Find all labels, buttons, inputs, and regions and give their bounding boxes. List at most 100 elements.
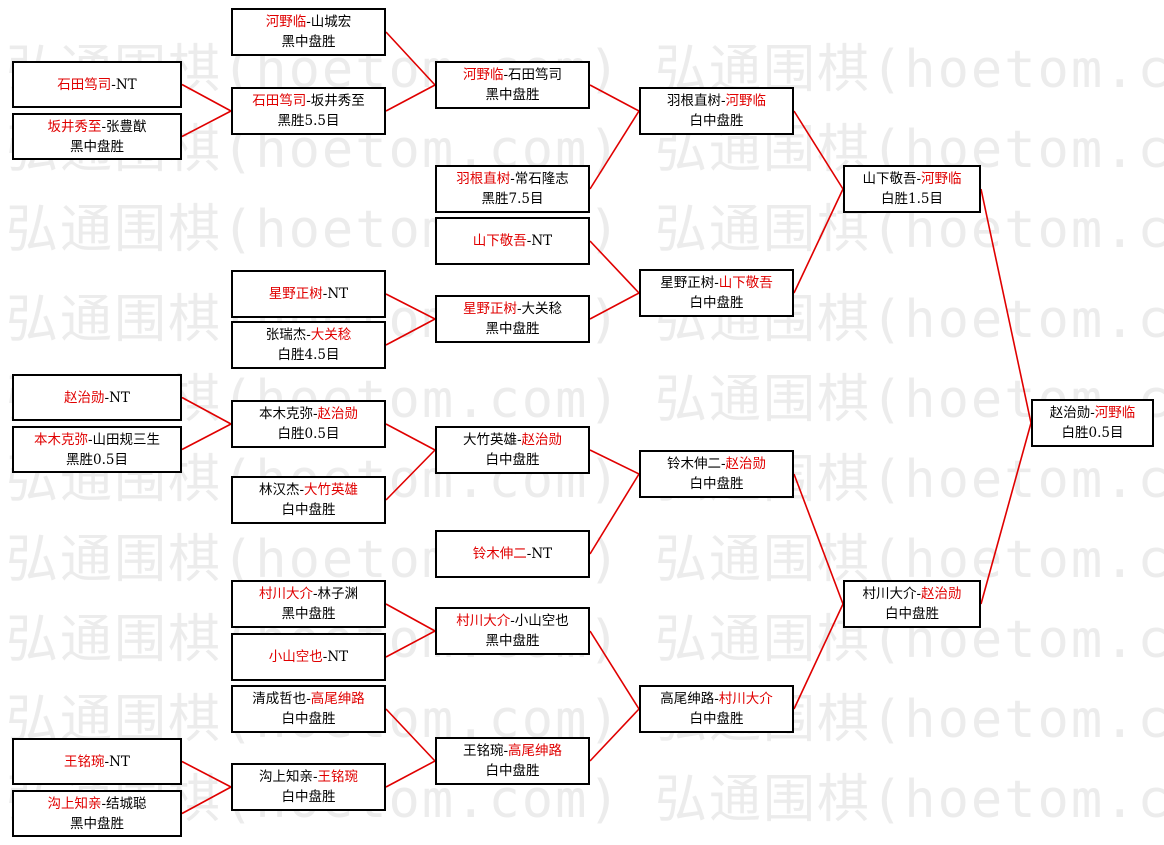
player-separator: - (101, 795, 107, 812)
player-black: 沟上知亲 (47, 795, 102, 812)
match-players: 坂井秀至-张豊猷 (47, 117, 146, 137)
player-separator: - (306, 691, 311, 707)
match-box: 本木克弥-山田规三生黑胜0.5目 (12, 426, 182, 473)
player-separator: - (322, 649, 328, 665)
player-white: 张豊猷 (106, 118, 147, 135)
player-black: 山下敬吾 (472, 233, 527, 249)
match-box: 星野正树-大关稔黑中盘胜 (435, 295, 590, 343)
player-separator: - (306, 327, 311, 343)
player-separator: - (306, 14, 311, 30)
match-box: 村川大介-林子渊黑中盘胜 (231, 580, 386, 628)
bracket-connector (793, 603, 844, 710)
player-black: 星野正树 (462, 301, 517, 317)
watermark-text: 弘通围棋(hoetom.com) 弘通围棋(hoetom.com (6, 370, 1164, 430)
player-black: 王铭琬 (462, 743, 504, 759)
match-box: 村川大介-小山空也黑中盘胜 (435, 607, 590, 655)
match-result: 白中盘胜 (485, 763, 540, 779)
player-separator: - (720, 93, 726, 109)
player-black: 村川大介 (258, 586, 313, 602)
player-black: 羽根直树 (456, 171, 511, 187)
bracket-connector (793, 473, 844, 605)
match-players: 小山空也-NT (269, 647, 348, 667)
player-white: 林子渊 (317, 586, 359, 602)
bracket-connector (589, 449, 640, 475)
match-result: 白中盘胜 (885, 606, 939, 622)
bracket-connector (385, 293, 436, 320)
match-result: 白中盘胜 (689, 295, 744, 311)
bracket-connector (589, 473, 640, 555)
player-black: 高尾绅路 (660, 691, 715, 707)
match-box: 小山空也-NT (231, 633, 386, 681)
player-white: 村川大介 (718, 691, 773, 707)
match-box: 本木克弥-赵治勋白胜0.5目 (231, 400, 386, 448)
match-players: 铃木伸二-赵治勋 (667, 454, 766, 474)
player-white: 赵治勋 (921, 586, 962, 602)
match-players: 大竹英雄-赵治勋 (463, 430, 562, 450)
bracket-connector (385, 84, 436, 112)
player-white: NT (327, 286, 349, 302)
match-result: 黑中盘胜 (485, 87, 540, 103)
player-separator: - (312, 769, 318, 785)
player-white: NT (109, 753, 130, 770)
match-box: 河野临-山城宏黑中盘胜 (231, 8, 386, 56)
bracket-connector (385, 318, 436, 346)
player-white: 赵治勋 (521, 432, 563, 448)
match-result: 黑中盘胜 (485, 321, 540, 337)
player-black: 石田笃司 (252, 93, 307, 109)
player-white: NT (327, 649, 349, 665)
player-separator: - (104, 389, 110, 406)
player-separator: - (526, 546, 532, 562)
match-box: 铃木伸二-赵治勋白中盘胜 (639, 450, 794, 498)
player-separator: - (312, 406, 318, 422)
player-white: 赵治勋 (317, 406, 359, 422)
match-result: 黑胜7.5目 (481, 191, 544, 207)
match-box: 林汉杰-大竹英雄白中盘胜 (231, 476, 386, 524)
match-players: 星野正树-大关稔 (463, 299, 562, 319)
match-box: 赵治勋-河野临白胜0.5目 (1031, 399, 1154, 447)
bracket-connector (793, 110, 844, 190)
match-box: 羽根直树-河野临白中盘胜 (639, 87, 794, 135)
player-black: 村川大介 (456, 613, 511, 629)
player-white: 常石隆志 (514, 171, 569, 187)
match-result: 白中盘胜 (689, 711, 744, 727)
bracket-connector (793, 188, 844, 294)
match-players: 河野临-石田笃司 (463, 65, 562, 85)
player-separator: - (516, 301, 522, 317)
player-separator: - (111, 76, 116, 93)
bracket-connector (181, 110, 232, 138)
bracket-connector (385, 630, 436, 658)
match-players: 羽根直树-常石隆志 (456, 169, 569, 189)
match-box: 王铭琬-高尾绅路白中盘胜 (435, 737, 590, 785)
player-black: 星野正树 (268, 286, 323, 302)
bracket-connector (385, 708, 436, 762)
player-white: 山城宏 (310, 14, 352, 30)
player-separator: - (916, 171, 922, 187)
match-result: 白胜1.5目 (881, 191, 943, 207)
bracket-connector (980, 422, 1032, 605)
bracket-connector (181, 760, 232, 788)
match-result: 白中盘胜 (485, 452, 540, 468)
match-players: 林汉杰-大竹英雄 (259, 480, 358, 500)
player-separator: - (526, 233, 532, 249)
match-players: 清成哲也-高尾绅路 (252, 689, 365, 709)
bracket-connector (181, 786, 232, 815)
match-players: 张瑞杰-大关稔 (266, 325, 352, 345)
player-black: 林汉杰 (258, 482, 300, 498)
match-result: 黑中盘胜 (70, 815, 124, 832)
player-black: 大竹英雄 (462, 432, 517, 448)
player-black: 星野正树 (660, 275, 715, 291)
match-result: 黑中盘胜 (70, 138, 124, 155)
player-black: 清成哲也 (252, 691, 307, 707)
player-black: 张瑞杰 (265, 327, 307, 343)
player-separator: - (714, 691, 719, 707)
player-white: 小山空也 (514, 613, 569, 629)
match-result: 白中盘胜 (281, 789, 336, 805)
bracket-connector (385, 449, 436, 501)
match-result: 黑胜5.5目 (277, 113, 340, 129)
player-separator: - (503, 743, 509, 759)
match-box: 赵治勋-NT (12, 374, 182, 421)
player-separator: - (714, 275, 719, 291)
match-box: 星野正树-NT (231, 270, 386, 318)
match-box: 羽根直树-常石隆志黑胜7.5目 (435, 165, 590, 213)
player-separator: - (916, 586, 922, 602)
